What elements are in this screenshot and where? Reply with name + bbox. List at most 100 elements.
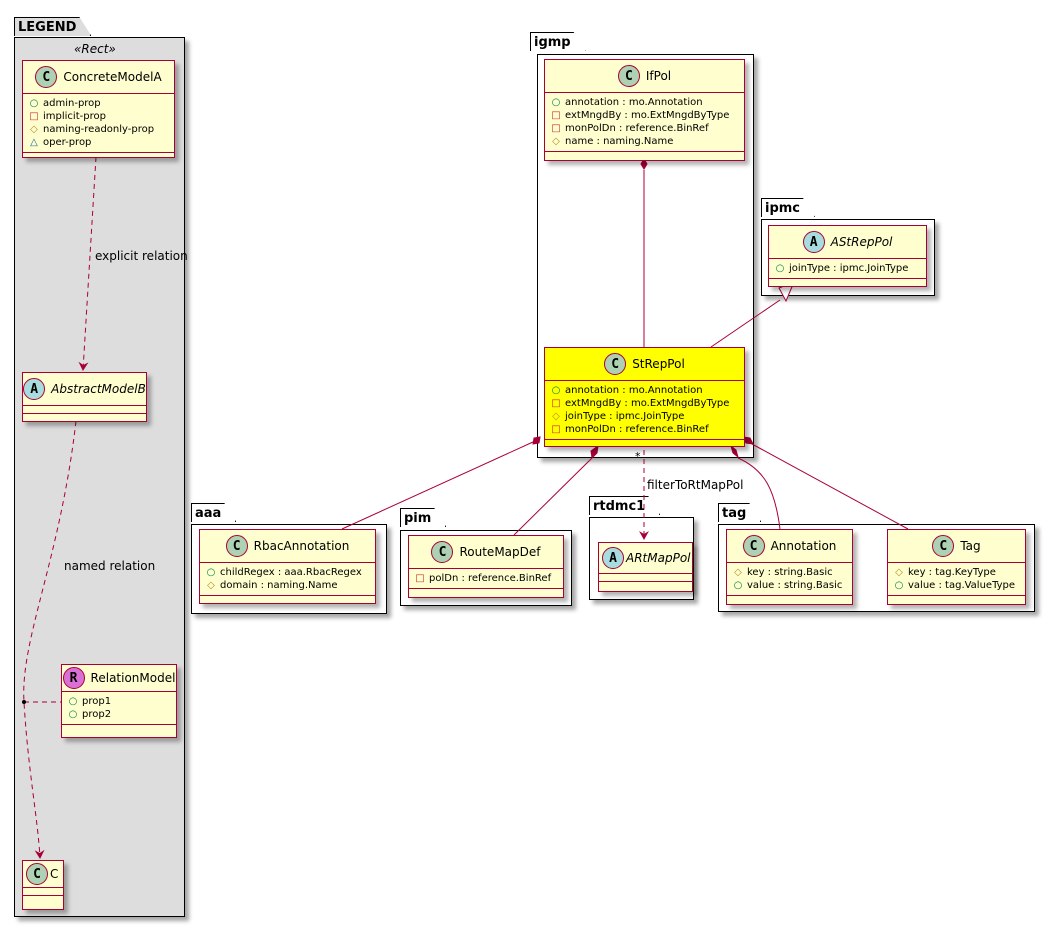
class-icon: C xyxy=(604,353,627,375)
attribute: ○childRegex : aaa.RbacRegex xyxy=(206,566,369,579)
attribute: ◇ key : string.Basic xyxy=(733,566,846,579)
attribute: ◇ key : tag.KeyType xyxy=(894,566,1019,579)
class-attributes: ○annotation : mo.Annotation□extMngdBy : … xyxy=(545,93,744,152)
class-name: C xyxy=(50,867,59,881)
named-relation-label: named relation xyxy=(64,559,156,573)
relation-dot xyxy=(22,700,26,704)
attribute: ◇ joinType : ipmc.JoinType xyxy=(551,410,738,423)
attribute-text: oper-prop xyxy=(43,137,92,148)
class-attributes xyxy=(23,406,146,414)
class-name: IfPol xyxy=(645,69,672,83)
visibility-public-icon: ○ xyxy=(551,384,561,396)
attribute: ○ prop2 xyxy=(68,708,170,721)
class-icon: C xyxy=(742,535,765,557)
class-annotation: C Annotation ◇ key : string.Basic ○ value : s… xyxy=(726,529,853,605)
edge-explicit-relation xyxy=(78,156,97,371)
attribute: ○prop1 xyxy=(68,695,170,708)
attribute-text: polDn : reference.BinRef xyxy=(429,573,552,584)
visibility-protected-icon: ◇ xyxy=(895,566,903,578)
class-icon: C xyxy=(26,863,48,885)
attribute-text: monPolDn : reference.BinRef xyxy=(565,123,709,134)
package-legend xyxy=(14,37,185,917)
attribute-text: value : string.Basic xyxy=(747,580,843,591)
class-icon: C xyxy=(431,541,454,563)
attribute: ○annotation : mo.Annotation xyxy=(551,96,738,109)
attribute-text: prop1 xyxy=(82,696,112,707)
composition-diamond xyxy=(590,444,599,460)
attribute: ○admin-prop xyxy=(29,97,168,110)
class-header: C IfPol xyxy=(545,60,744,93)
composition-diamond xyxy=(532,436,541,445)
class-attributes: ○prop1○ prop2 xyxy=(62,692,176,725)
class-name: Annotation xyxy=(770,539,837,553)
composition-diamond xyxy=(730,444,739,459)
visibility-public-icon: ○ xyxy=(551,96,561,108)
attribute: ◇domain : naming.Name xyxy=(206,579,369,592)
attribute: ◇ name : naming.Name xyxy=(551,135,738,148)
attribute-text: prop2 xyxy=(82,709,112,720)
attribute-text: key : string.Basic xyxy=(747,567,833,578)
attribute-text: implicit-prop xyxy=(43,111,106,122)
composition-diamond xyxy=(742,436,754,445)
class-attributes: ◇ key : string.Basic ○ value : string.Basic xyxy=(727,563,852,596)
abstract-class-icon: A xyxy=(602,547,624,569)
class-attributes: ○admin-prop□ implicit-prop◇naming-readonl… xyxy=(23,94,174,153)
attribute-text: extMngdBy : mo.ExtMngdByType xyxy=(565,398,730,409)
visibility-protected-icon: ◇ xyxy=(734,566,742,578)
visibility-private-icon: □ xyxy=(29,110,39,122)
edge-generalization xyxy=(710,299,781,348)
attribute: □polDn : reference.BinRef xyxy=(415,572,557,585)
visibility-public-icon: ○ xyxy=(894,579,904,591)
visibility-public-icon: ○ xyxy=(733,579,743,591)
class-icon: C xyxy=(35,66,58,88)
legend-stereotype: «Rect» xyxy=(74,42,116,56)
attribute: ◇naming-readonly-prop xyxy=(29,123,168,136)
class-attributes xyxy=(599,574,692,582)
class-ifpol: C IfPol ○annotation : mo.Annotation□extMng… xyxy=(544,59,745,161)
class-attributes xyxy=(23,888,63,896)
attribute-text: annotation : mo.Annotation xyxy=(565,385,703,396)
visibility-private-icon: □ xyxy=(551,423,561,435)
attribute-text: key : tag.KeyType xyxy=(908,567,996,578)
visibility-protected-icon: ◇ xyxy=(552,410,560,422)
attribute: □ extMngdBy : mo.ExtMngdByType xyxy=(551,397,738,410)
visibility-package-icon: △ xyxy=(30,136,38,148)
attribute-text: childRegex : aaa.RbacRegex xyxy=(220,567,362,578)
attribute: □monPolDn : reference.BinRef xyxy=(551,122,738,135)
attribute-text: domain : naming.Name xyxy=(220,580,338,591)
visibility-public-icon: ○ xyxy=(68,708,78,720)
composition-diamond xyxy=(640,158,648,170)
visibility-private-icon: □ xyxy=(551,397,561,409)
visibility-protected-icon: ◇ xyxy=(552,135,560,147)
attribute: ○joinType : ipmc.JoinType xyxy=(775,262,920,275)
package-tab-tag: tag xyxy=(718,503,761,522)
explicit-relation-label: explicit relation xyxy=(95,249,188,263)
attribute-text: joinType : ipmc.JoinType xyxy=(565,411,685,422)
package-tab-aaa: aaa xyxy=(191,503,236,522)
class-header: C Annotation xyxy=(727,530,852,563)
class-name: RbacAnnotation xyxy=(253,539,350,553)
class-icon: C xyxy=(617,65,640,87)
package-tab-pim: pim xyxy=(400,508,446,527)
abstract-class-icon: A xyxy=(802,231,825,253)
attribute-text: name : naming.Name xyxy=(565,136,674,147)
class-attributes: ○ annotation : mo.Annotation □ extMngdBy : … xyxy=(545,381,744,440)
class-name: Tag xyxy=(960,539,981,553)
attribute: △ oper-prop xyxy=(29,136,168,149)
edge-named-relation xyxy=(23,420,77,859)
